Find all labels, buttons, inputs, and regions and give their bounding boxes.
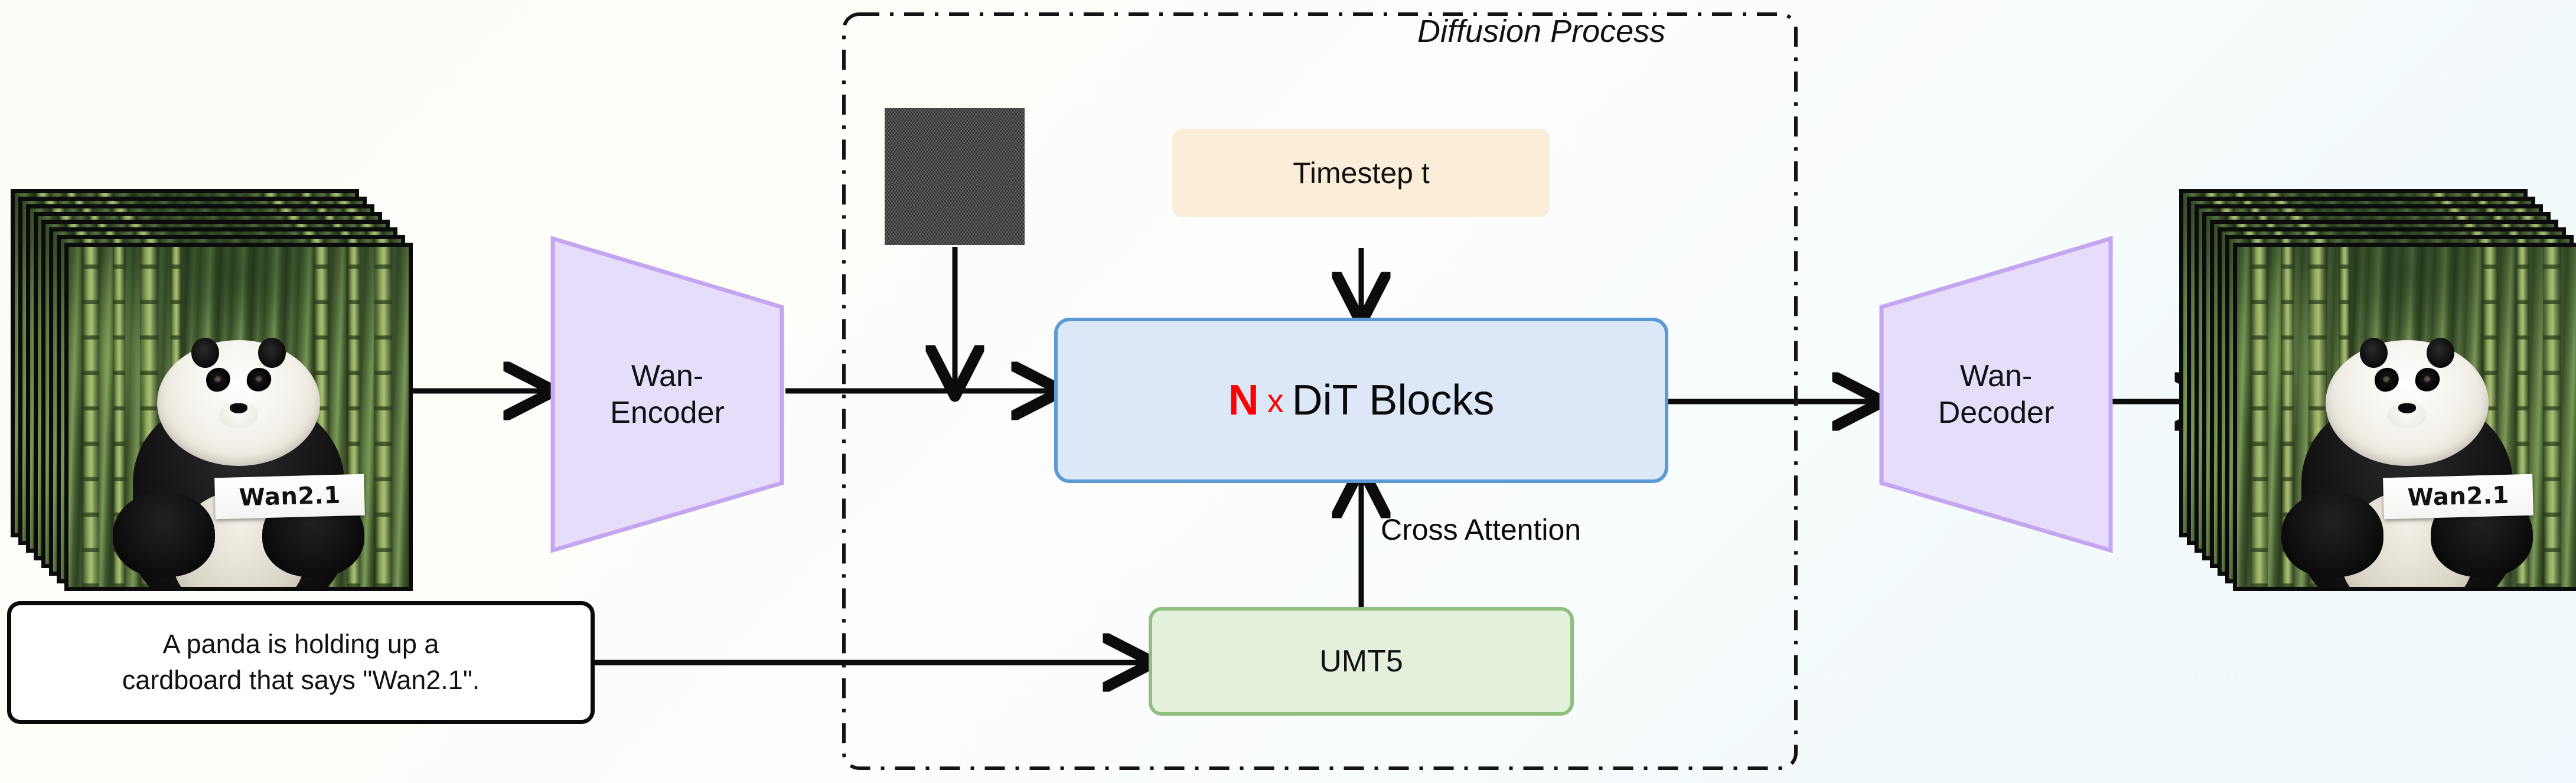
wan-decoder[interactable]: Wan- Decoder [1878,235,2114,554]
timestep-box[interactable]: Timestep t [1172,129,1550,217]
cardboard-sign: Wan2.1 [214,474,365,520]
wan-encoder[interactable]: Wan- Encoder [549,235,785,554]
wan-encoder-label-line1: Wan- [631,358,704,393]
umt5-box[interactable]: UMT5 [1149,607,1574,716]
video-frame-front: Wan2.1 [64,243,413,591]
umt5-label: UMT5 [1319,644,1403,678]
output-video-stack: Wan2.1 [2179,189,2576,596]
cardboard-sign-text: Wan2.1 [238,482,341,512]
dit-blocks-label: DiT Blocks [1292,377,1495,424]
timestep-label: Timestep t [1293,156,1430,190]
wan-decoder-label: Wan- Decoder [1878,235,2114,554]
wan-encoder-label-line2: Encoder [610,396,725,430]
wan-decoder-label-line2: Decoder [1938,396,2055,430]
cardboard-sign: Wan2.1 [2382,474,2533,520]
prompt-text-box[interactable]: A panda is holding up a cardboard that s… [7,601,595,724]
diffusion-process-label: Diffusion Process [1417,14,1666,49]
cardboard-sign-text: Wan2.1 [2407,482,2509,512]
cross-attention-label: Cross Attention [1381,513,1582,546]
prompt-line-1: A panda is holding up a [162,629,439,660]
wan-encoder-label: Wan- Encoder [549,235,785,554]
video-frame-front: Wan2.1 [2233,243,2576,591]
dit-repeat-count: N [1228,377,1259,424]
panda-subject: Wan2.1 [69,335,409,587]
dit-blocks-box[interactable]: N x DiT Blocks [1054,318,1668,483]
panda-subject: Wan2.1 [2237,335,2576,587]
prompt-line-2: cardboard that says "Wan2.1". [122,665,480,695]
wan-decoder-label-line1: Wan- [1959,358,2033,393]
noise-patch [885,108,1025,245]
dit-times-symbol: x [1267,381,1284,419]
diffusion-process-region [842,12,1798,770]
input-video-stack: Wan2.1 [11,189,413,596]
